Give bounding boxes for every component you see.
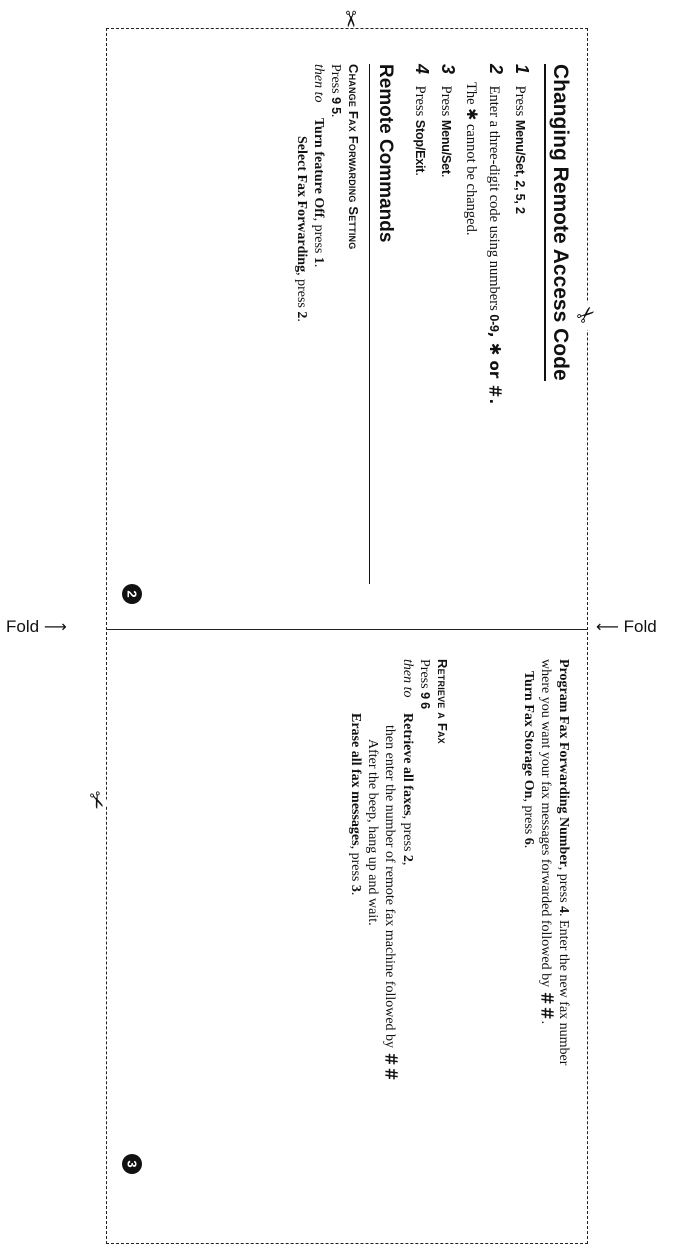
page-number-badge: 3: [122, 1154, 142, 1174]
turn-fax-storage-on: Turn Fax Storage On, press 6.: [520, 671, 537, 1111]
retrieve-fax-heading: Retrieve a Fax: [435, 659, 450, 1220]
key-sequence: 0-9: [487, 314, 501, 332]
punct: .: [294, 318, 309, 322]
option-erase-all: Erase all fax messages, press 3.: [347, 713, 364, 1220]
option-label: Retrieve all faxes: [400, 713, 415, 816]
page-number-badge: 2: [122, 584, 142, 604]
fold-line: [106, 629, 588, 630]
scissors-icon: ✂: [80, 787, 111, 814]
key-code: 9 5: [329, 97, 343, 114]
arrow-left-icon: ⟵: [596, 617, 619, 636]
punct: .: [311, 263, 326, 268]
option-key: 6: [521, 837, 536, 845]
heading-text: Retrieve a Fax: [435, 659, 450, 744]
step-text: Press: [412, 85, 428, 120]
retrieve-instructions: then enter the number of remote fax mach…: [381, 725, 400, 1220]
fold-text: Fold: [623, 617, 657, 636]
key-sequence: Menu/Set, 2, 5, 2: [513, 119, 527, 214]
key-sequence: Menu/Set: [439, 119, 453, 174]
scissors-icon: ✂: [337, 9, 363, 29]
option-text: then enter the number of remote fax mach…: [382, 725, 397, 1052]
key-sequence: Stop/Exit: [413, 119, 427, 173]
option-text: , press: [294, 272, 309, 312]
program-forwarding-number: Program Fax Forwarding Number, press 4. …: [537, 659, 572, 1099]
option-text: , press: [348, 845, 363, 885]
step-text: .: [412, 172, 428, 176]
option-label: Program Fax Forwarding Number: [556, 659, 571, 867]
punct: .: [521, 844, 536, 849]
fold-text: Fold: [6, 617, 40, 636]
step-number: 4: [412, 64, 432, 75]
hash-keys: ＃＃: [538, 990, 556, 1021]
punct: .: [328, 113, 343, 118]
hash-keys: ＃＃: [382, 1051, 400, 1082]
option-select-forwarding: Select Fax Forwarding, press 2.: [293, 136, 310, 595]
punct: .: [538, 1020, 553, 1025]
option-turn-off: then to Turn feature Off, press 1.: [310, 64, 327, 595]
page-number: 2: [124, 590, 140, 598]
key-code: 9 6: [418, 692, 432, 709]
option-label: Turn feature Off: [311, 118, 326, 218]
page-title: Changing Remote Access Code: [544, 64, 572, 381]
change-fax-forwarding-heading: Change Fax Forwarding Setting: [346, 64, 361, 595]
spacer: [458, 659, 520, 1220]
section-heading-remote-commands: Remote Commands: [369, 64, 396, 584]
option-label: Turn Fax Storage On: [521, 671, 536, 799]
panel-page-2: Changing Remote Access Code 1 Press Menu…: [106, 28, 588, 629]
option-retrieve-all: then to Retrieve all faxes, press 2,: [399, 659, 416, 1220]
option-key: 1: [311, 256, 326, 264]
then-to-label: then to: [311, 64, 326, 103]
press-label: Press: [328, 64, 343, 98]
option-text: , press: [400, 815, 415, 855]
step-number: 2: [486, 64, 506, 75]
option-label: Select Fax Forwarding: [294, 136, 309, 273]
option-key: 2: [400, 854, 415, 862]
step-3: 3 Press Menu/Set.: [436, 64, 458, 595]
step-text: Press: [512, 85, 528, 120]
option-key: 4: [556, 906, 571, 914]
step-1: 1 Press Menu/Set, 2, 5, 2: [510, 64, 532, 595]
retrieve-after-beep: After the beep, hang up and wait.: [365, 739, 380, 926]
press-label: Press: [417, 659, 432, 693]
step-number: 1: [512, 64, 532, 75]
step-text: .: [438, 173, 454, 178]
cut-out-card-border: [106, 28, 588, 1244]
press-code-line: Press 9 6: [416, 659, 433, 1220]
step-2-note: The ✱ cannot be changed.: [463, 82, 479, 236]
punct: ,: [400, 861, 415, 866]
step-text: , ✱ or ＃.: [486, 331, 504, 405]
arrow-right-icon: ⟶: [43, 617, 67, 636]
page-number: 3: [124, 1160, 140, 1168]
panel-page-3-content: Program Fax Forwarding Number, press 4. …: [106, 629, 588, 1244]
option-text: , press: [311, 217, 326, 257]
heading-text: Change Fax Forwarding Setting: [346, 64, 361, 250]
step-4: 4 Press Stop/Exit.: [410, 64, 432, 595]
panel-page-2-content: Changing Remote Access Code 1 Press Menu…: [106, 28, 588, 629]
then-to-label: then to: [400, 659, 415, 698]
step-text: Press: [438, 85, 454, 120]
panel-page-3: Program Fax Forwarding Number, press 4. …: [106, 629, 588, 1244]
step-number: 3: [438, 64, 458, 75]
option-text: , press: [521, 798, 536, 838]
option-text: , press: [556, 866, 571, 907]
press-code-line: Press 9 5.: [327, 64, 344, 595]
step-text: Enter a three-digit code using numbers: [486, 85, 502, 315]
punct: .: [348, 891, 363, 896]
fold-label-left: Fold ⟶: [6, 617, 67, 637]
step-2: 2 Enter a three-digit code using numbers…: [484, 64, 506, 595]
option-key: 3: [348, 884, 363, 892]
option-label: Erase all fax messages: [348, 713, 363, 846]
fold-label-right: ⟵ Fold: [596, 617, 657, 637]
